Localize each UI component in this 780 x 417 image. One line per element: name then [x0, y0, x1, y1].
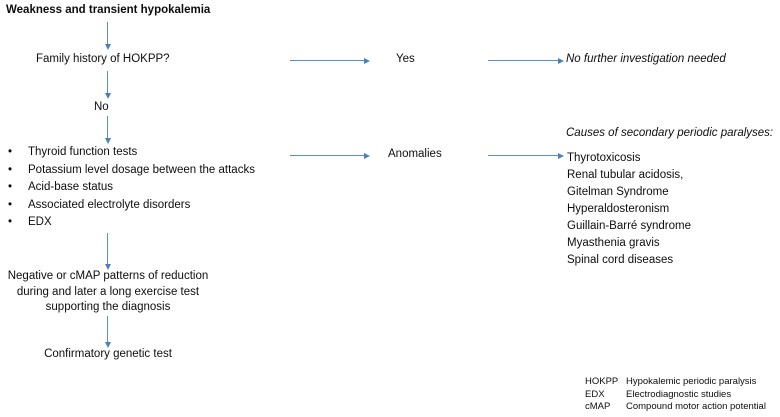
- list-item: Spinal cord diseases: [567, 254, 674, 266]
- legend-definition: Electrodiagnostic studies: [626, 388, 732, 400]
- abbreviation-legend: HOKPP Hypokalemic periodic paralysis EDX…: [585, 376, 766, 414]
- causes-list: Thyrotoxicosis Renal tubular acidosis, G…: [567, 150, 691, 269]
- arrow-family-history-to-yes: [290, 60, 364, 62]
- arrow-title-to-family-history: [107, 22, 109, 44]
- bullet-icon: •: [8, 216, 13, 228]
- legend-row: cMAP Compound motor action potential: [585, 401, 766, 414]
- list-item: Myasthenia gravis: [567, 237, 660, 249]
- cmap-line-1: Negative or cMAP patterns of reduction: [7, 270, 209, 282]
- list-item-label: Thyroid function tests: [28, 146, 138, 158]
- list-item: Guillain-Barré syndrome: [567, 220, 691, 232]
- list-item: • Acid-base status: [8, 181, 255, 199]
- workup-bullet-list: • Thyroid function tests • Potassium lev…: [8, 146, 255, 234]
- bullet-icon: •: [8, 146, 13, 158]
- bullet-icon: •: [8, 181, 13, 193]
- legend-abbreviation: cMAP: [585, 401, 611, 412]
- legend-row: EDX Electrodiagnostic studies: [585, 389, 766, 402]
- causes-heading: Causes of secondary periodic paralyses:: [566, 127, 774, 139]
- list-item: Renal tubular acidosis,: [567, 169, 684, 181]
- arrow-workup-to-anomalies: [290, 155, 364, 157]
- arrow-family-history-to-no: [107, 71, 109, 93]
- legend-abbreviation: HOKPP: [585, 376, 619, 387]
- list-item: • EDX: [8, 216, 255, 234]
- list-item-label: Acid-base status: [28, 181, 114, 193]
- list-item: Hyperaldosteronism: [567, 203, 670, 215]
- node-cmap-pattern-block: Negative or cMAP patterns of reduction d…: [0, 269, 216, 316]
- arrow-workup-to-cmap: [107, 233, 109, 264]
- list-item: Gitelman Syndrome: [567, 186, 669, 198]
- legend-definition: Compound motor action potential: [626, 401, 766, 412]
- arrow-anomalies-to-causes: [488, 155, 558, 157]
- bullet-icon: •: [8, 198, 13, 211]
- node-branch-yes: Yes: [396, 53, 415, 65]
- legend-row: HOKPP Hypokalemic periodic paralysis: [585, 376, 766, 389]
- cmap-line-3: supporting the diagnosis: [45, 301, 171, 313]
- list-item-label: EDX: [28, 216, 52, 228]
- list-item: Thyrotoxicosis: [567, 152, 641, 164]
- arrow-no-to-workup: [107, 116, 109, 138]
- legend-definition: Hypokalemic periodic paralysis: [626, 376, 757, 387]
- node-family-history: Family history of HOKPP?: [36, 53, 170, 65]
- list-item-label: Associated electrolyte disorders: [28, 198, 191, 211]
- legend-abbreviation: EDX: [585, 388, 605, 400]
- cmap-line-2: during and later a long exercise test: [16, 285, 200, 298]
- node-branch-anomalies: Anomalies: [388, 148, 442, 160]
- node-no-further-investigation: No further investigation needed: [566, 53, 726, 65]
- node-confirmatory-genetic-test: Confirmatory genetic test: [44, 348, 172, 360]
- list-item-label: Potassium level dosage between the attac…: [28, 163, 255, 176]
- arrow-cmap-to-confirmatory: [107, 316, 109, 342]
- node-branch-no: No: [94, 101, 109, 113]
- list-item: • Thyroid function tests: [8, 146, 255, 164]
- bullet-icon: •: [8, 163, 13, 176]
- list-item: • Associated electrolyte disorders: [8, 199, 255, 217]
- diagram-title: Weakness and transient hypokalemia: [6, 4, 211, 16]
- arrow-yes-to-no-further: [488, 60, 558, 62]
- list-item: • Potassium level dosage between the att…: [8, 164, 255, 182]
